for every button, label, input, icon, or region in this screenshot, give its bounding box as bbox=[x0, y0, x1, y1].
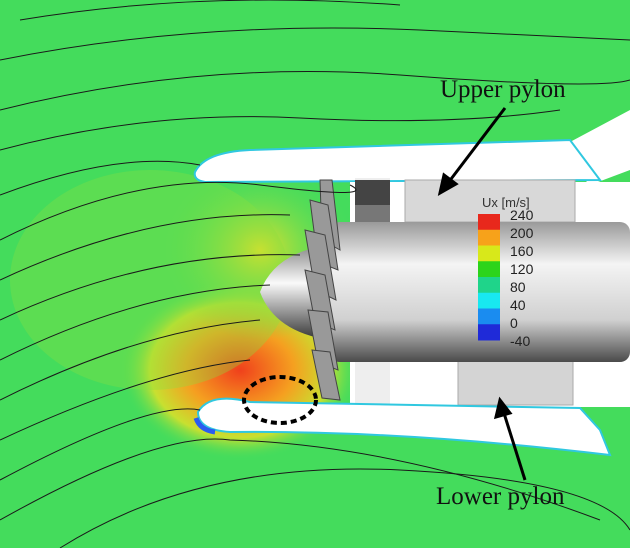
streamline bbox=[0, 27, 630, 61]
streamline bbox=[0, 284, 271, 361]
legend-tick: 0 bbox=[510, 315, 518, 331]
streamline bbox=[0, 109, 561, 151]
lower-pylon-label: Lower pylon bbox=[436, 483, 565, 510]
legend-tick: 120 bbox=[510, 261, 534, 277]
streamline bbox=[19, 0, 401, 21]
colorbar-segment bbox=[478, 277, 500, 294]
inflow-region bbox=[10, 170, 290, 390]
legend-tick: 40 bbox=[510, 297, 526, 313]
streamline bbox=[0, 438, 601, 521]
legend-tick: 200 bbox=[510, 225, 534, 241]
upper-nacelle-lip bbox=[193, 138, 602, 184]
legend-tick: 240 bbox=[510, 207, 534, 223]
streamline bbox=[0, 214, 291, 281]
legend-tick: -40 bbox=[510, 333, 531, 349]
legend-title: Ux [m/s] bbox=[482, 195, 530, 210]
streamline bbox=[0, 71, 630, 111]
streamline bbox=[0, 181, 357, 241]
legend-tick: 160 bbox=[510, 243, 534, 259]
colorbar-segment bbox=[478, 292, 500, 309]
upper-pylon-label: Upper pylon bbox=[440, 76, 566, 103]
fan-blades bbox=[304, 179, 341, 401]
legend-tick: 80 bbox=[510, 279, 526, 295]
streamline bbox=[0, 408, 201, 481]
colorbar bbox=[478, 214, 500, 341]
colorbar-segment bbox=[478, 245, 500, 262]
streamline bbox=[59, 468, 630, 548]
colorbar-segment bbox=[478, 324, 500, 341]
colorbar-segment bbox=[478, 261, 500, 278]
streamline bbox=[0, 254, 301, 321]
streamline bbox=[0, 359, 251, 441]
colorbar-segment bbox=[478, 229, 500, 246]
pylon-arrows bbox=[437, 107, 527, 481]
streamline bbox=[0, 319, 261, 401]
streamline bbox=[0, 160, 201, 196]
colorbar-segment bbox=[478, 308, 500, 325]
colorbar-segment bbox=[478, 214, 500, 231]
separation-highlight bbox=[242, 375, 318, 425]
lower-pylon bbox=[457, 359, 574, 406]
lower-lip-blue bbox=[193, 417, 216, 435]
